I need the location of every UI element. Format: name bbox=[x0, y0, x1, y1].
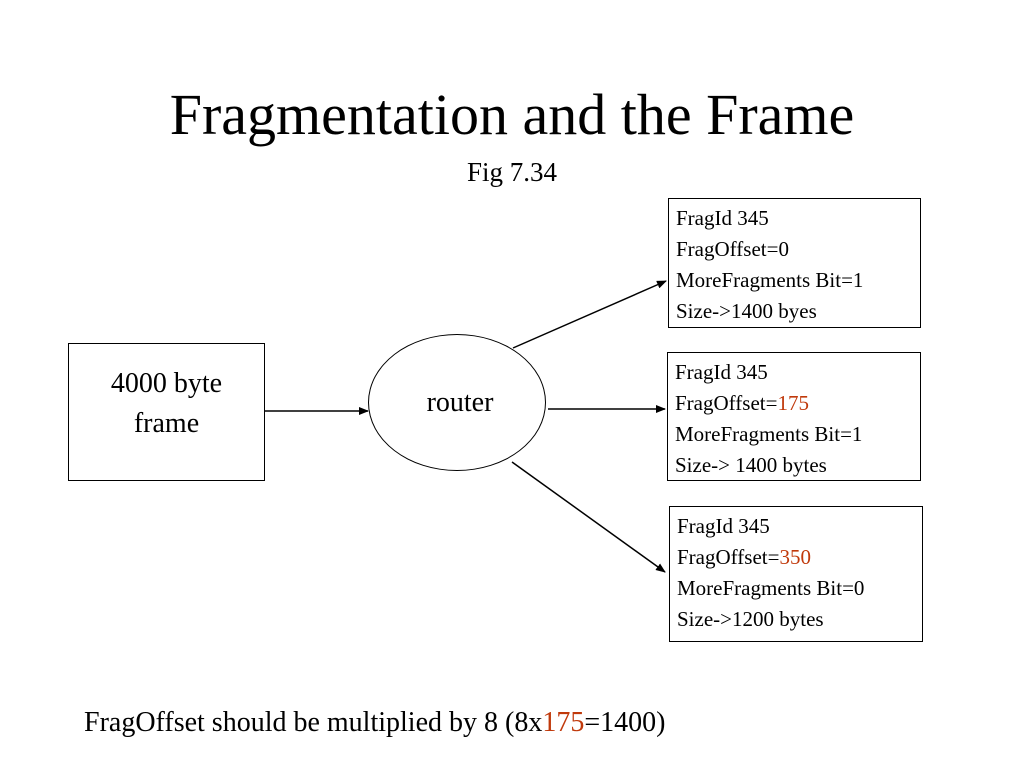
fragment-1-more-bit: MoreFragments Bit=1 bbox=[676, 268, 864, 292]
fragment-3-offset: FragOffset=350 bbox=[677, 542, 922, 573]
fragment-2-size: Size-> 1400 bytes bbox=[675, 453, 827, 477]
fragment-2-offset: FragOffset=175 bbox=[675, 388, 920, 419]
router-label: router bbox=[426, 387, 494, 418]
fragment-1-offset: FragOffset=0 bbox=[676, 234, 920, 265]
fragment-2-more-bit: MoreFragments Bit=1 bbox=[675, 422, 863, 446]
source-frame-box: 4000 byte frame bbox=[68, 343, 265, 481]
offset-note: FragOffset should be multiplied by 8 (8x… bbox=[84, 703, 665, 743]
offset-note-result: =1400) bbox=[584, 707, 666, 738]
router-node: router bbox=[368, 334, 546, 471]
fragment-3-offset-value: 350 bbox=[779, 545, 811, 569]
fragment-box-3: FragId 345 FragOffset=350 MoreFragments … bbox=[669, 506, 923, 642]
fragment-3-id: FragId 345 bbox=[677, 514, 770, 538]
source-frame-word: frame bbox=[133, 408, 200, 439]
fragment-1-size: Size->1400 byes bbox=[676, 299, 817, 323]
offset-note-value: 175 bbox=[542, 707, 585, 738]
fragment-1-offset-label: FragOffset= bbox=[676, 237, 779, 261]
fragment-2-offset-label: FragOffset= bbox=[675, 391, 778, 415]
fragment-3-more-bit: MoreFragments Bit=0 bbox=[677, 576, 865, 600]
figure-caption: Fig 7.34 bbox=[466, 157, 558, 187]
fragment-2-offset-value: 175 bbox=[777, 391, 809, 415]
fragment-1-id: FragId 345 bbox=[676, 206, 769, 230]
offset-note-text: FragOffset should be multiplied by 8 (8x bbox=[84, 707, 543, 738]
fragment-box-1: FragId 345 FragOffset=0 MoreFragments Bi… bbox=[668, 198, 921, 328]
fragment-3-size: Size->1200 bytes bbox=[677, 607, 824, 631]
source-frame-label: 4000 byte frame bbox=[82, 364, 252, 444]
source-frame-size: 4000 byte bbox=[110, 368, 223, 399]
fragment-box-2: FragId 345 FragOffset=175 MoreFragments … bbox=[667, 352, 921, 481]
fragment-1-offset-value: 0 bbox=[778, 237, 789, 261]
router-to-fragment-3-arrow bbox=[511, 461, 666, 573]
slide-title: Fragmentation and the Frame bbox=[169, 82, 855, 147]
fragment-3-offset-label: FragOffset= bbox=[677, 545, 780, 569]
router-to-fragment-1-arrow bbox=[512, 280, 667, 349]
fragment-2-id: FragId 345 bbox=[675, 360, 768, 384]
